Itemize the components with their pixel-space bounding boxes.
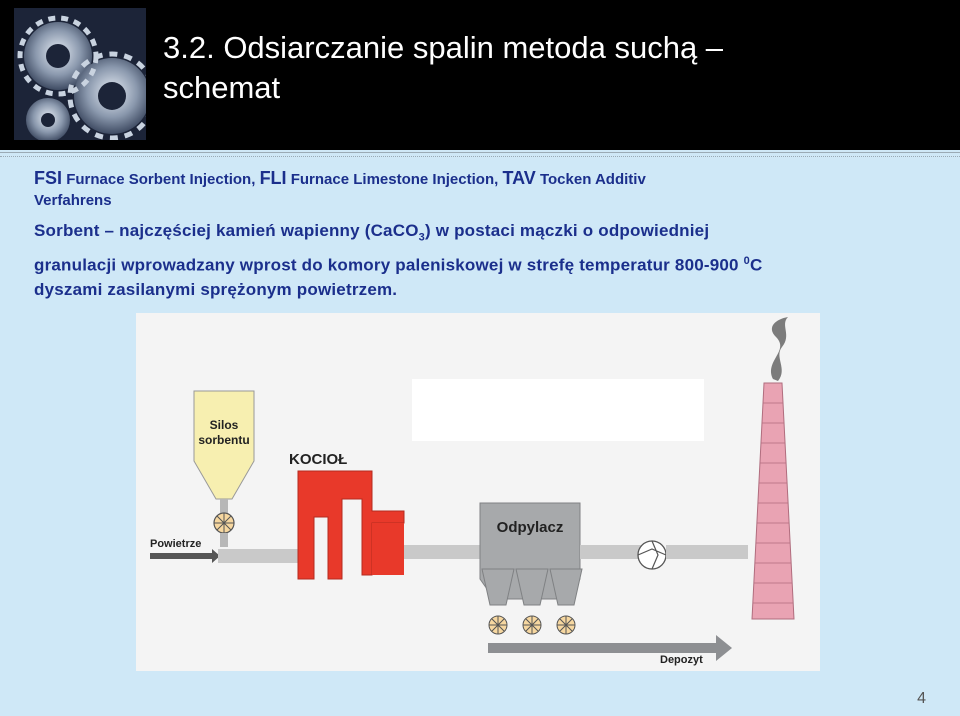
- fsi-process-diagram: Silos sorbentu Powietrze KOCIOŁ Odpylacz…: [136, 313, 820, 671]
- boiler-body: [297, 470, 405, 580]
- sorbent-line-3: dyszami zasilanymi sprężonym powietrzem.: [34, 280, 398, 300]
- chimney-inlet-duct: [666, 545, 748, 559]
- tav-text: Tocken Additiv: [539, 171, 646, 188]
- silo-feeder-icon: [213, 512, 235, 534]
- slide-body: FSI Furnace Sorbent Injection, FLI Furna…: [34, 168, 944, 302]
- hopper-valve-1-icon: [488, 615, 508, 635]
- fsi-abbr: FSI: [34, 168, 63, 188]
- sorbent-silo: [193, 390, 255, 500]
- tav-text-2: Verfahrens: [34, 192, 112, 209]
- clean-gas-duct: [580, 545, 642, 559]
- flue-duct: [404, 545, 480, 559]
- dust-collector-label: Odpylacz: [497, 519, 564, 536]
- sorbent-paragraph: Sorbent – najczęściej kamień wapienny (C…: [34, 219, 944, 302]
- silo-label-line-2: sorbentu: [198, 433, 249, 447]
- sorbent-subscript: 3: [418, 231, 425, 244]
- sorbent-line-2b: C: [749, 256, 763, 276]
- diagram-background: [136, 313, 820, 671]
- hopper-1: [481, 568, 515, 606]
- hopper-valve-3-icon: [556, 615, 576, 635]
- abbreviations-paragraph: FSI Furnace Sorbent Injection, FLI Furna…: [34, 168, 944, 211]
- deposit-label: Depozyt: [660, 654, 703, 666]
- smoke-plume: [771, 317, 788, 381]
- fli-abbr: FLI: [259, 168, 287, 188]
- chimney-bricks: [753, 402, 793, 604]
- sorbent-feed-pipe: [220, 533, 228, 547]
- sorbent-text-b: ) w postaci mączki o odpowiedniej: [424, 221, 710, 240]
- boiler-duct: [372, 523, 404, 575]
- header-divider: [0, 152, 960, 157]
- fsi-text: Furnace Sorbent Injection,: [66, 171, 256, 188]
- slide-title: 3.2. Odsiarczanie spalin metoda suchą – …: [163, 28, 943, 108]
- hopper-valve-2-icon: [522, 615, 542, 635]
- silo-outlet: [220, 499, 228, 513]
- hopper-3: [549, 568, 583, 606]
- air-sorbent-duct: [218, 549, 298, 563]
- blank-panel: [412, 379, 704, 441]
- sorbent-line-2a: granulacji wprowadzany wprost do komory …: [34, 256, 744, 276]
- page-number: 4: [917, 690, 926, 707]
- air-arrow: [150, 549, 220, 563]
- exhaust-fan-icon: [637, 540, 667, 570]
- fli-text: Furnace Limestone Injection,: [290, 171, 499, 188]
- deposit-arrow: [488, 635, 732, 661]
- hopper-2: [515, 568, 549, 606]
- slide-header: 3.2. Odsiarczanie spalin metoda suchą – …: [0, 0, 960, 150]
- sorbent-superscript: 0: [743, 255, 750, 268]
- tav-abbr: TAV: [502, 168, 536, 188]
- air-label: Powietrze: [150, 538, 201, 550]
- boiler-label: KOCIOŁ: [289, 451, 347, 468]
- sorbent-text-a: Sorbent – najczęściej kamień wapienny (C…: [34, 221, 419, 240]
- gears-logo-icon: [14, 8, 146, 140]
- silo-label-line-1: Silos: [210, 418, 239, 432]
- title-line-1: 3.2. Odsiarczanie spalin metoda suchą –: [163, 30, 724, 65]
- chimney: [751, 382, 795, 620]
- title-line-2: schemat: [163, 70, 281, 105]
